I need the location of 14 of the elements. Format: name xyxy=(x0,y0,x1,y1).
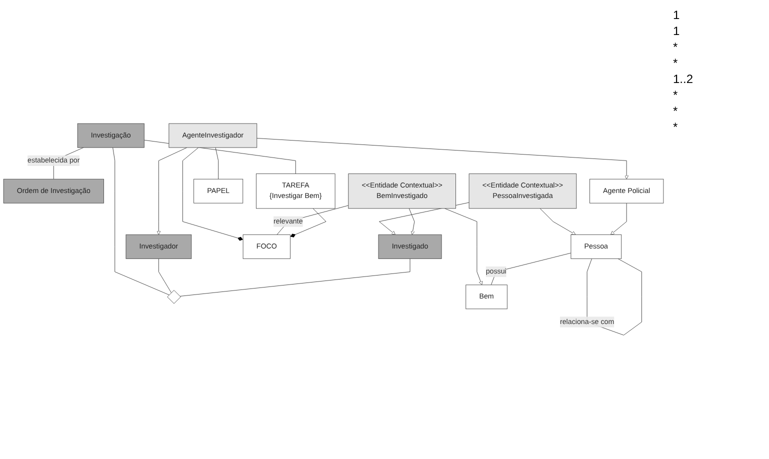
connector xyxy=(490,252,572,286)
multiplicity-label: * xyxy=(673,88,679,102)
multiplicity-label: * xyxy=(673,56,679,70)
multiplicity-label: * xyxy=(673,40,679,54)
multiplicity-label: 1 xyxy=(673,24,681,38)
connector xyxy=(180,258,410,297)
connector xyxy=(158,258,172,294)
multiplicity-label: 1 xyxy=(673,8,681,22)
connector xyxy=(112,147,170,296)
multiplicity-label: * xyxy=(673,104,679,118)
multiplicity-label: 1..2 xyxy=(673,72,694,86)
node-diamond xyxy=(167,290,181,304)
connector xyxy=(215,147,219,180)
multiplicity-label: * xyxy=(673,120,679,134)
